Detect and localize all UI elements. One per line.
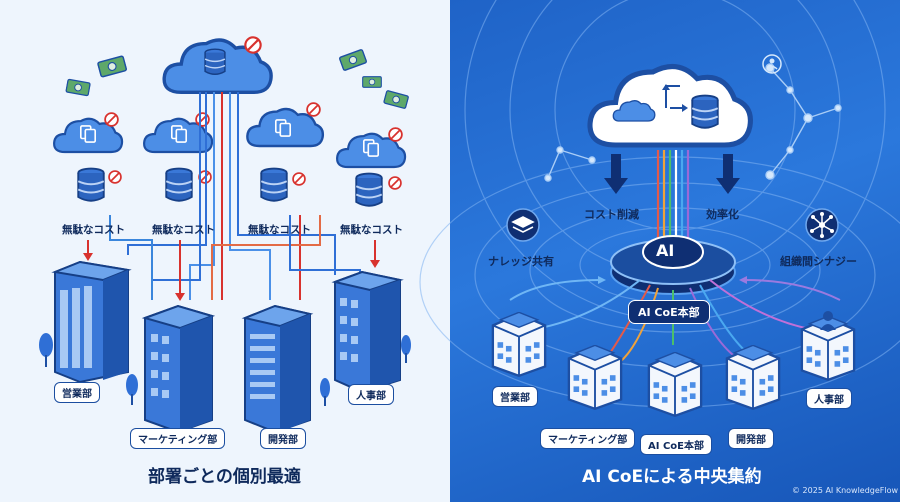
connector-lines — [109, 92, 361, 300]
right-dept-label-hr: 人事部 — [806, 388, 852, 409]
dept-label-marketing: マーケティング部 — [130, 428, 226, 449]
synergy-icon — [805, 208, 839, 242]
central-cloud — [590, 66, 750, 145]
dept-cloud-3 — [246, 102, 325, 202]
hub-label: AI CoE本部 — [628, 300, 710, 324]
benefit-synergy: 組織間シナジー — [780, 255, 857, 268]
cube-development — [725, 345, 781, 410]
right-dept-label-development: 開発部 — [728, 428, 774, 449]
dept-label-development: 開発部 — [260, 428, 306, 449]
benefit-efficiency: 効率化 — [706, 208, 739, 221]
hr-person-icon — [820, 311, 836, 330]
benefit-knowledge: ナレッジ共有 — [488, 255, 554, 268]
right-dept-label-sales: 営業部 — [492, 386, 538, 407]
dept-cloud-1 — [52, 112, 124, 202]
pipeline-lines — [656, 150, 690, 250]
ai-hub — [610, 235, 736, 295]
copyright-text: © 2025 AI KnowledgeFlow — [792, 486, 899, 495]
left-title: 部署ごとの個別最適 — [148, 467, 301, 487]
down-arrows — [604, 154, 740, 194]
waste-arrows — [83, 240, 380, 301]
waste-label: 無駄なコスト — [62, 224, 125, 236]
cube-coe — [647, 352, 703, 417]
building-marketing — [141, 304, 216, 434]
dept-label-hr: 人事部 — [348, 384, 394, 405]
hub-ai-text: AI — [656, 241, 675, 260]
layers-icon — [506, 208, 540, 242]
dept-cloud-2 — [142, 112, 214, 202]
right-dept-label-coe: AI CoE本部 — [640, 434, 712, 455]
left-top-cloud — [162, 36, 273, 95]
cube-sales — [491, 312, 547, 377]
right-dept-label-marketing: マーケティング部 — [540, 428, 636, 449]
building-hr — [331, 270, 404, 394]
waste-label: 無駄なコスト — [248, 224, 311, 236]
network-nodes — [544, 63, 842, 182]
building-sales — [51, 260, 132, 384]
dept-cloud-4 — [335, 127, 407, 207]
tree-icon — [39, 333, 411, 406]
cube-marketing — [567, 345, 623, 410]
dept-label-sales: 営業部 — [54, 382, 100, 403]
waste-label: 無駄なコスト — [152, 224, 215, 236]
right-title: AI CoEによる中央集約 — [582, 467, 762, 487]
building-development — [241, 304, 314, 434]
benefit-cost: コスト削減 — [584, 208, 639, 221]
waste-label: 無駄なコスト — [340, 224, 403, 236]
person-icon — [762, 54, 782, 74]
